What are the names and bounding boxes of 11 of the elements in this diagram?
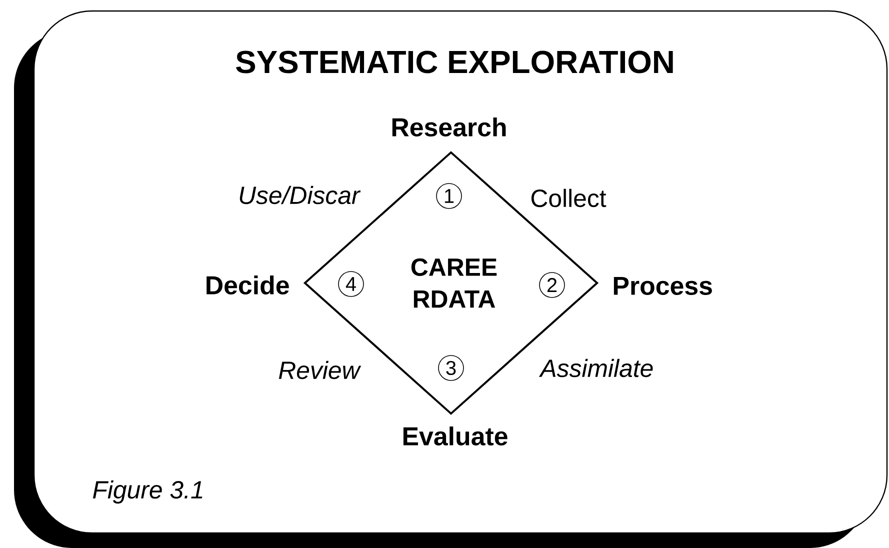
- caption: Figure 3.1: [92, 480, 202, 504]
- step-label: Collect: [531, 188, 606, 208]
- step-label: Use/Discar: [240, 186, 361, 204]
- step-label: Review: [278, 360, 362, 380]
- stage-label: Evaluate: [403, 426, 508, 446]
- stage-label: Decide: [206, 275, 289, 294]
- center-text: CAREE RDATA: [411, 258, 497, 308]
- stage-label: Process: [614, 276, 712, 296]
- step-label: Assimilate: [538, 358, 653, 378]
- stage-label: Research: [392, 118, 506, 136]
- title: SYSTEMATIC EXPLORATION: [236, 50, 673, 74]
